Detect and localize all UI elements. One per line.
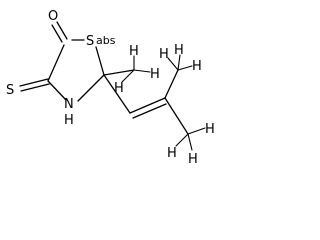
lower-methyl-h1-label: H (205, 122, 215, 137)
bond-methyl-h-left (121, 69, 135, 83)
methyl-h-top-label: H (129, 44, 139, 59)
methyl-h-left-label: H (114, 81, 124, 96)
methyl-h-right-label: H (150, 67, 160, 82)
ring-nitrogen-h-label: H (64, 113, 74, 128)
bond-rm-h1 (177, 54, 181, 71)
structure-canvas: O S abs S N H H H H H H H H H H (0, 0, 224, 167)
bond-ch-c-a (129, 97, 166, 114)
bond-c5-o-a (51, 24, 63, 43)
bond-lm-h2 (187, 133, 193, 151)
bond-rm-h2 (177, 65, 193, 71)
bond-ch-c-b (132, 103, 167, 119)
molecule-drawing: O S abs S N H H H H H H H H H H (6, 9, 215, 167)
bond-c2-n3 (77, 74, 105, 102)
bond-c4-c5 (47, 44, 65, 82)
bond-rm-h3 (167, 57, 179, 71)
right-methyl-h1-label: H (174, 43, 184, 58)
bond-c4-s-a (19, 78, 49, 87)
lower-methyl-h2-label: H (188, 152, 198, 167)
lower-methyl-h3-label: H (167, 146, 177, 161)
bond-c2-ch (103, 74, 131, 114)
carbonyl-oxygen-label: O (48, 9, 58, 24)
bond-methyl-h-right (133, 69, 151, 73)
bond-c4-s-b (20, 83, 50, 92)
bond-c-right-methyl (164, 69, 179, 99)
right-methyl-h3-label: H (159, 47, 169, 62)
bond-lm-h1 (187, 127, 206, 135)
ring-sulfur-label: S (86, 34, 94, 49)
bond-s1-c2 (95, 46, 105, 76)
bond-c5-o-b (56, 21, 68, 40)
right-methyl-h2-label: H (192, 59, 202, 74)
bond-c-lower-methyl (164, 97, 189, 135)
bond-n3-c4 (47, 80, 67, 101)
abs-marker-label: abs (96, 34, 116, 47)
bond-lm-h3 (175, 133, 189, 147)
ring-nitrogen-label: N (64, 97, 74, 112)
bond-c2-methyl (103, 69, 135, 76)
thioxo-sulfur-label: S (6, 83, 14, 98)
